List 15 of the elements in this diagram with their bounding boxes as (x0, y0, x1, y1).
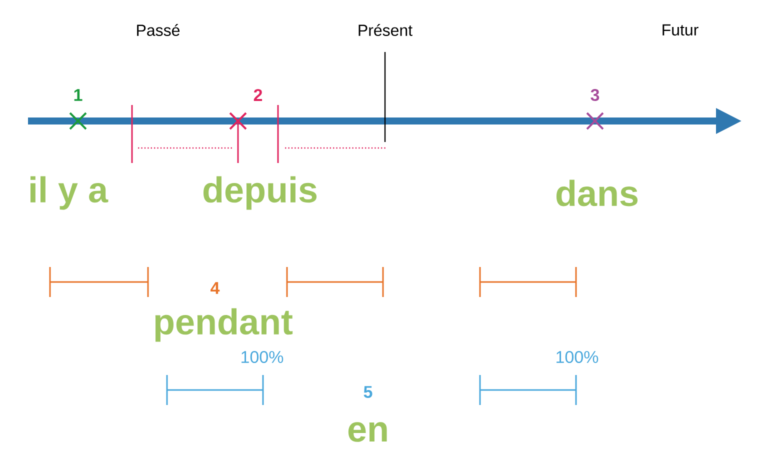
group-number: 4 (210, 282, 220, 294)
preposition-word: en (348, 422, 387, 442)
period-label: Passé (137, 24, 180, 36)
percent-label: 100% (242, 350, 284, 364)
point-number: 1 (74, 89, 82, 101)
period-label: Futur (662, 24, 698, 36)
group-number: 5 (364, 386, 372, 398)
preposition-word: pendant (155, 308, 293, 342)
period-label: Présent (358, 24, 412, 36)
preposition-word: il y a (30, 176, 108, 210)
preposition-word: depuis (203, 176, 317, 210)
percent-label: 100% (556, 350, 598, 364)
point-number: 3 (590, 88, 600, 102)
point-number: 2 (254, 89, 262, 101)
preposition-word: dans (556, 180, 638, 206)
